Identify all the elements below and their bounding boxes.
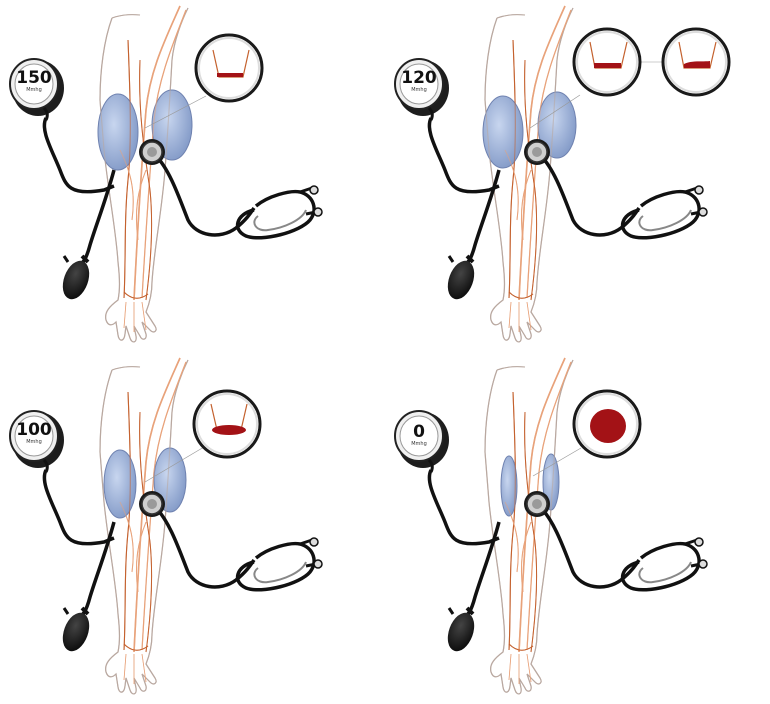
blood-flow-slit (217, 73, 243, 77)
vessel-callout-1 (574, 29, 640, 95)
pressure-value: 120 (399, 70, 439, 87)
panel-100: 100 Mmhg (0, 352, 385, 704)
cuff-left-lobe (98, 94, 138, 170)
blood-flow-open (590, 409, 626, 443)
inflation-bulb-icon (58, 608, 94, 655)
cuff-left-lobe (483, 96, 523, 168)
vessel-callout (574, 391, 640, 457)
blood-flow-flattened (212, 425, 246, 435)
cuff-left-lobe (104, 450, 136, 518)
gauge-readout: 0 Mmhg (399, 424, 439, 447)
panel-150: 150 Mmhg (0, 0, 385, 352)
pressure-value: 0 (399, 424, 439, 441)
gauge-readout: 100 Mmhg (14, 422, 54, 445)
vessel-callout (194, 391, 260, 457)
panel-120: 120 Mmhg (385, 0, 770, 352)
panel-0: 0 Mmhg (385, 352, 770, 704)
vessel-callout-2 (663, 29, 729, 95)
gauge-readout: 120 Mmhg (399, 70, 439, 93)
inflation-bulb-icon (443, 256, 479, 303)
blood-flow-slit (594, 63, 621, 68)
pressure-value: 150 (14, 70, 54, 87)
inflation-bulb-icon (443, 608, 479, 655)
panel-100-illustration (0, 352, 385, 704)
panel-120-illustration (385, 0, 770, 352)
inflation-bulb-icon (58, 256, 94, 303)
panel-0-illustration (385, 352, 770, 704)
gauge-readout: 150 Mmhg (14, 70, 54, 93)
pressure-value: 100 (14, 422, 54, 439)
pressure-unit: Mmhg (399, 441, 439, 447)
panel-150-illustration (0, 0, 385, 352)
vessel-callout (196, 35, 262, 101)
